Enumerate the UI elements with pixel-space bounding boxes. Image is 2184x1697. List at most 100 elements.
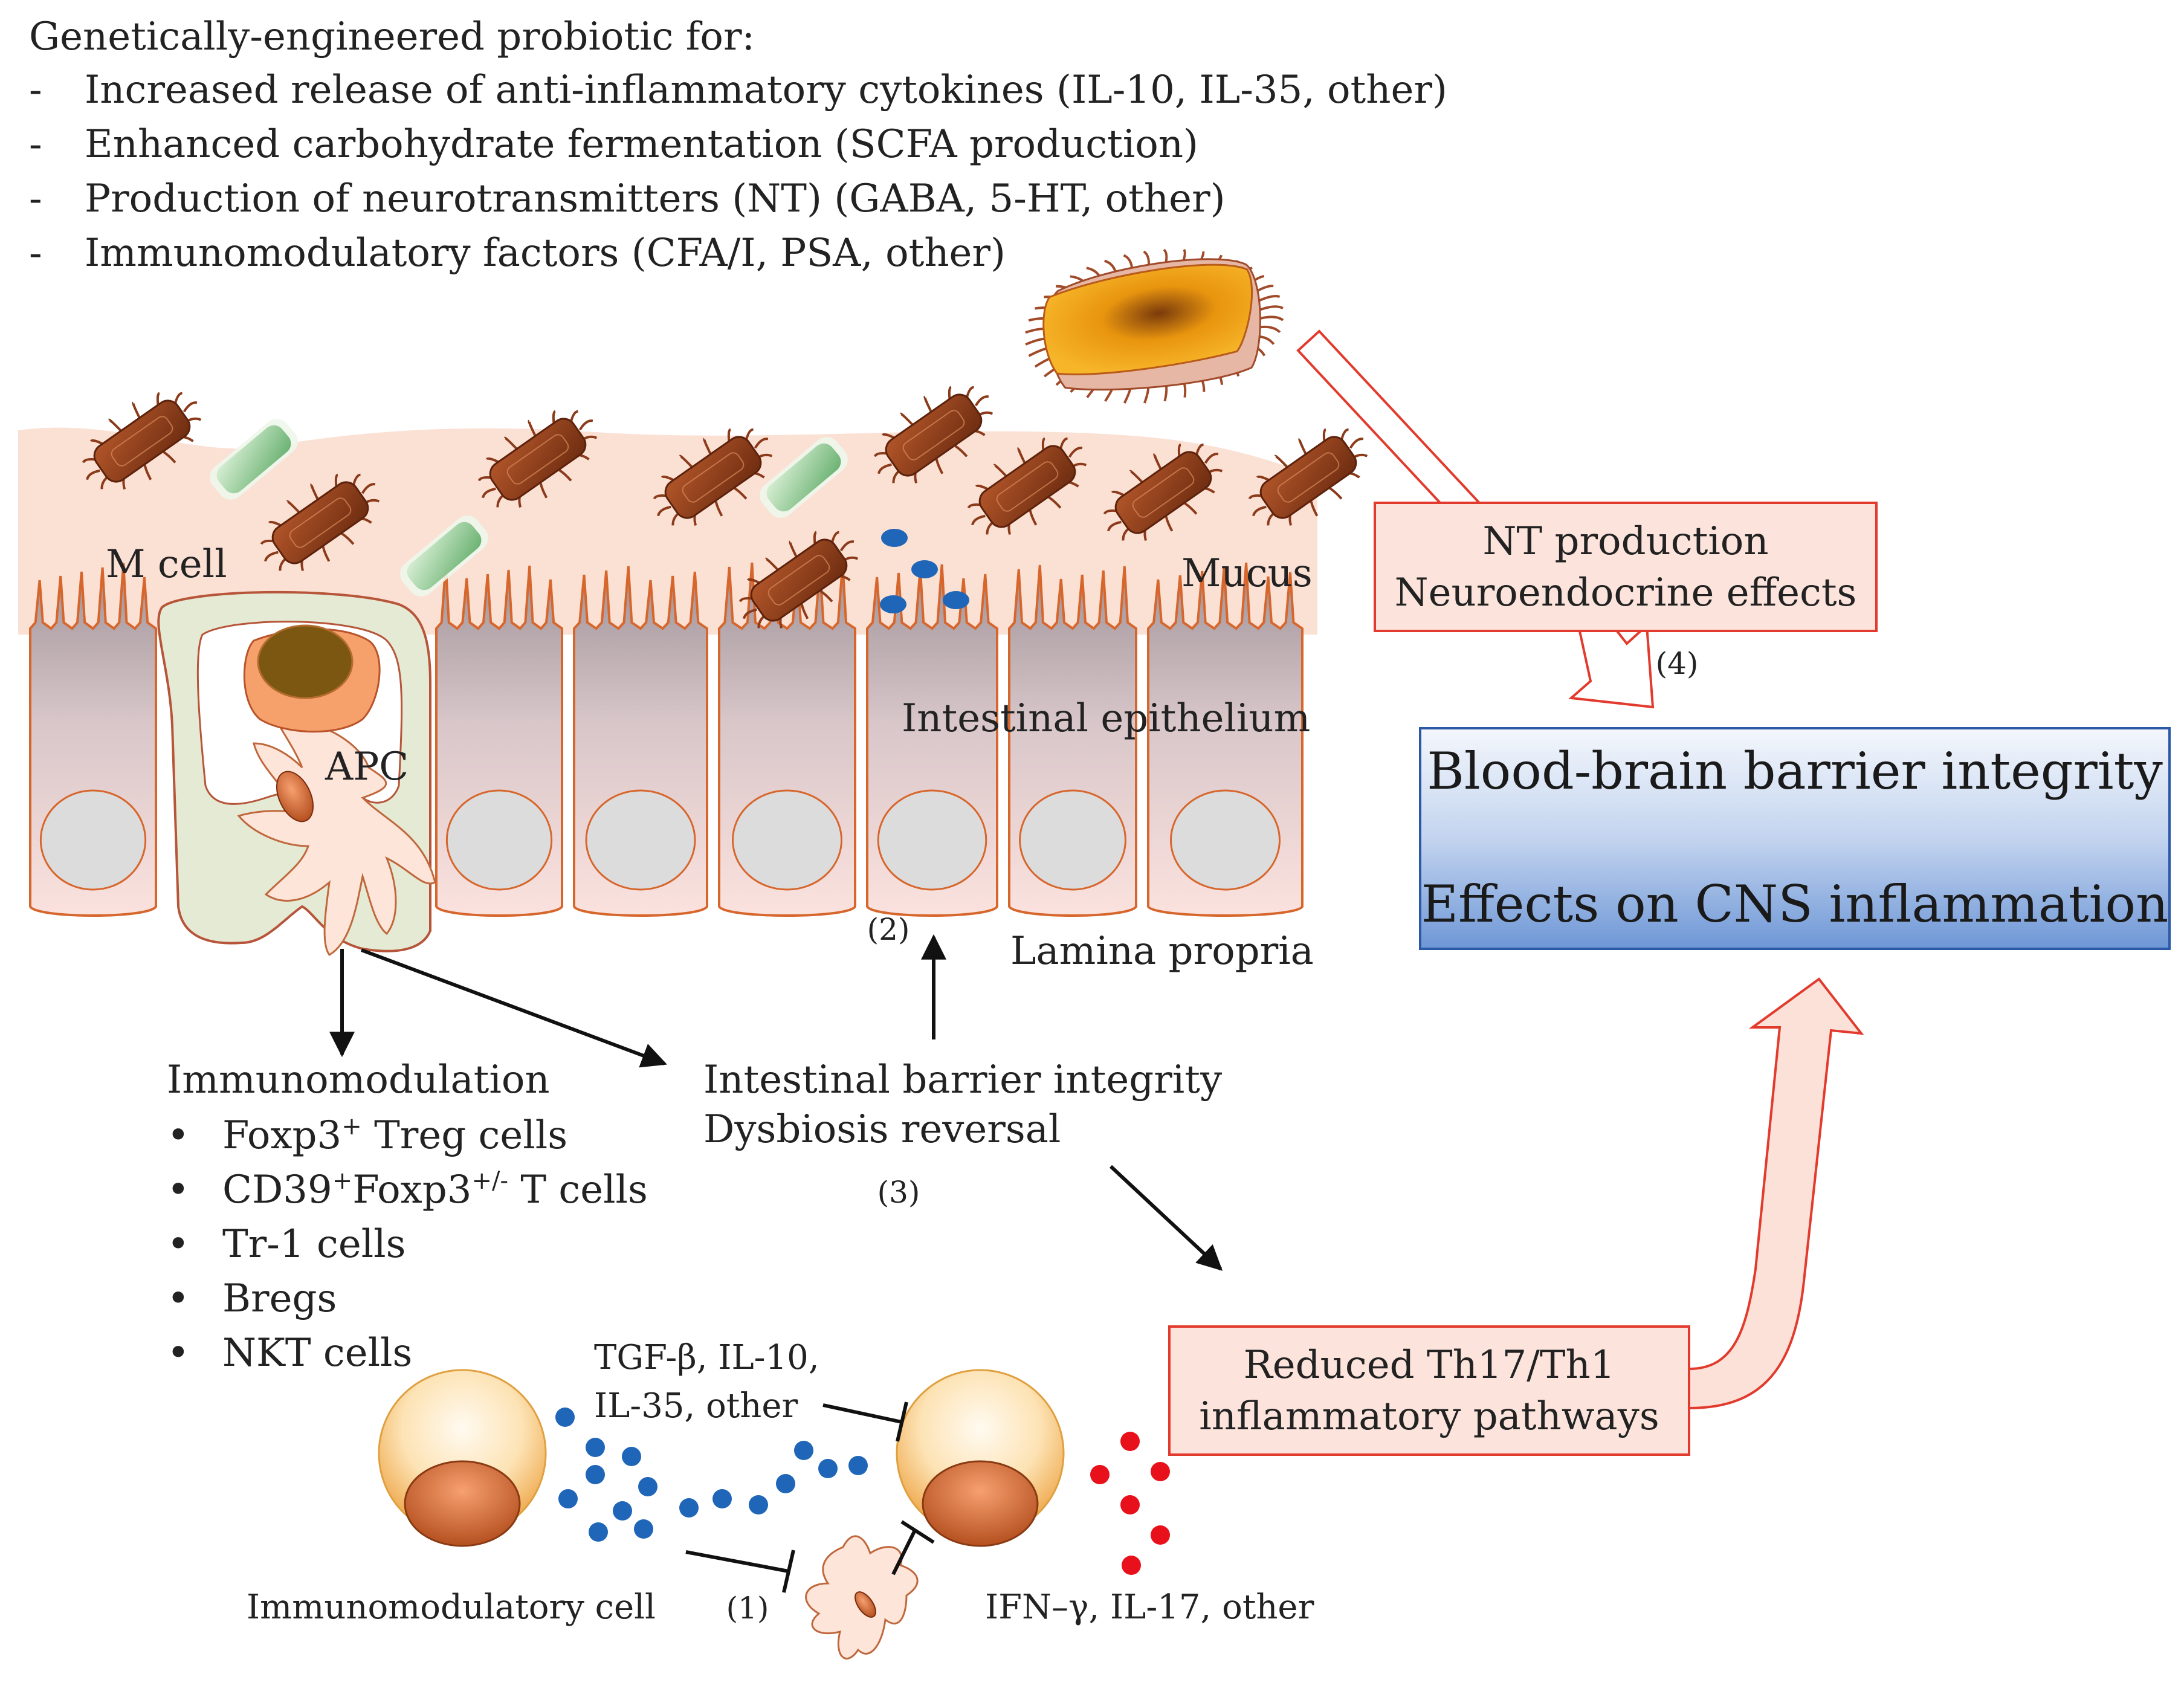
arrow-apc-barrier	[360, 948, 667, 1068]
cell-nucleus	[39, 789, 147, 891]
immuno-item-5: NKT cells	[222, 1331, 412, 1375]
brown-bacterium	[967, 437, 1087, 535]
cytokine-dot	[749, 1495, 768, 1514]
effector-t-cell	[896, 1369, 1065, 1547]
header-item-3: Production of neurotransmitters (NT) (GA…	[85, 176, 1226, 221]
header-dash: -	[29, 231, 42, 276]
cytokine-dot	[622, 1447, 641, 1466]
mucus-label: Mucus	[1181, 551, 1313, 596]
cytokine-dot	[818, 1459, 838, 1478]
cell-nucleus	[585, 789, 696, 891]
cytokine-dot	[848, 1456, 868, 1475]
mucus-layer	[18, 427, 1317, 635]
bullet: •	[167, 1113, 190, 1158]
cytokine-dot	[679, 1498, 699, 1518]
header-title: Genetically-engineered probiotic for:	[29, 15, 755, 59]
header-item-2: Enhanced carbohydrate fermentation (SCFA…	[85, 122, 1198, 167]
cytokine-dot	[1151, 1525, 1170, 1545]
arrow-barrier-th	[1109, 1165, 1223, 1271]
cell-nucleus	[1019, 789, 1126, 891]
nt-box: NT production Neuroendocrine effects	[1374, 502, 1878, 632]
immunomodulatory-cell-label: Immunomodulatory cell	[247, 1588, 656, 1627]
barrier-line1: Intestinal barrier integrity	[703, 1058, 1222, 1102]
header-dash: -	[29, 122, 42, 167]
cytokine-dot	[712, 1489, 732, 1508]
cytokine-dot	[1120, 1495, 1140, 1514]
bbb-line2: Effects on CNS inflammation	[1421, 874, 2168, 934]
nt-box-line1: NT production	[1482, 519, 1768, 564]
epithelium-label: Intestinal epithelium	[902, 696, 1310, 741]
intestinal-epithelium	[29, 562, 1304, 917]
immuno-item-1: Foxp3+ Treg cells	[222, 1113, 567, 1158]
cytokine-dot	[1122, 1556, 1141, 1575]
brown-bacterium	[82, 392, 202, 490]
cytokine-line1: TGF-β, IL-10,	[594, 1338, 819, 1377]
superscript: +/-	[471, 1167, 508, 1195]
apc-label: APC	[325, 745, 409, 789]
m-cell-nucleus	[257, 624, 354, 699]
immunomodulatory-cell	[378, 1369, 547, 1547]
label-1: (1)	[726, 1591, 769, 1626]
th-to-bbb-arrow	[1688, 977, 1864, 1410]
cytokine-dot	[1090, 1465, 1110, 1484]
superscript: +	[341, 1113, 362, 1140]
immunomodulation-title: Immunomodulation	[167, 1058, 550, 1102]
apc-nucleus	[276, 771, 314, 823]
cell-nucleus	[732, 789, 842, 891]
probiotic-to-nt-arrow	[1296, 329, 1488, 532]
header-block: Genetically-engineered probiotic for: -I…	[29, 15, 1447, 276]
th-box-line2: inflammatory pathways	[1199, 1394, 1659, 1439]
immuno-item-text: Foxp3	[222, 1113, 341, 1158]
immuno-item-text: Foxp3	[352, 1168, 471, 1212]
cell-nucleus	[1170, 789, 1281, 891]
cytokine-dot	[1151, 1462, 1170, 1481]
cytokine-dot	[586, 1438, 605, 1457]
immunomodulation-block: Immunomodulation • Foxp3+ Treg cells • CD39…	[167, 1058, 648, 1375]
immuno-item-text: NKT cells	[222, 1331, 412, 1375]
header-item-4: Immunomodulatory factors (CFA/I, PSA, ot…	[85, 231, 1006, 276]
m-cell-label: M cell	[106, 542, 227, 587]
th-box: Reduced Th17/Th1 inflammatory pathways	[1168, 1325, 1690, 1456]
bullet: •	[167, 1222, 190, 1267]
green-bacterium	[210, 419, 298, 500]
pro-inflammatory-label: IFN–γ, IL-17, other	[985, 1588, 1314, 1627]
bbb-box: Blood-brain barrier integrity Effects on…	[1419, 727, 2171, 950]
immuno-item-3: Tr-1 cells	[222, 1222, 405, 1267]
label-4: (4)	[1656, 646, 1699, 681]
cell-nucleus	[445, 789, 553, 891]
cytokine-dot	[555, 1408, 575, 1427]
immuno-item-text: T cells	[508, 1168, 648, 1212]
cytokine-dot	[589, 1522, 608, 1542]
cytokine-dot	[1120, 1432, 1140, 1451]
cytokine-line2: IL-35, other	[594, 1386, 798, 1426]
green-bacterium	[760, 437, 848, 518]
th-box-line1: Reduced Th17/Th1	[1244, 1343, 1615, 1388]
engineered-probiotic	[1025, 248, 1284, 404]
brown-bacterium	[738, 531, 859, 629]
cytokine-dot	[776, 1474, 795, 1493]
commensal-bacteria	[82, 386, 1368, 629]
small-dendritic-nucleus	[855, 1591, 876, 1618]
barrier-block: Intestinal barrier integrity Dysbiosis r…	[703, 1058, 1222, 1210]
bullet: •	[167, 1168, 190, 1212]
cytokine-dot	[586, 1465, 605, 1484]
bullet: •	[167, 1331, 190, 1375]
immuno-item-4: Bregs	[222, 1276, 337, 1321]
immuno-item-2: CD39+Foxp3+/- T cells	[222, 1167, 648, 1212]
header-dash: -	[29, 176, 42, 221]
brown-bacterium	[1248, 428, 1368, 526]
m-cell	[157, 590, 436, 956]
label-2: (2)	[867, 912, 910, 947]
scfa-dots	[880, 529, 969, 613]
header-dash: -	[29, 68, 42, 112]
immunomodulation-list: • Foxp3+ Treg cells • CD39+Foxp3+/- T cells…	[167, 1113, 648, 1375]
inhibition-lines	[685, 1401, 935, 1593]
brown-bacterium	[260, 473, 380, 571]
cytokine-dot	[634, 1519, 653, 1539]
cytokine-dot	[794, 1441, 813, 1460]
cytokine-dot	[638, 1477, 657, 1496]
cytokine-dot	[558, 1489, 578, 1508]
immuno-item-text: Tr-1 cells	[222, 1222, 405, 1267]
barrier-line2: Dysbiosis reversal	[703, 1107, 1061, 1152]
